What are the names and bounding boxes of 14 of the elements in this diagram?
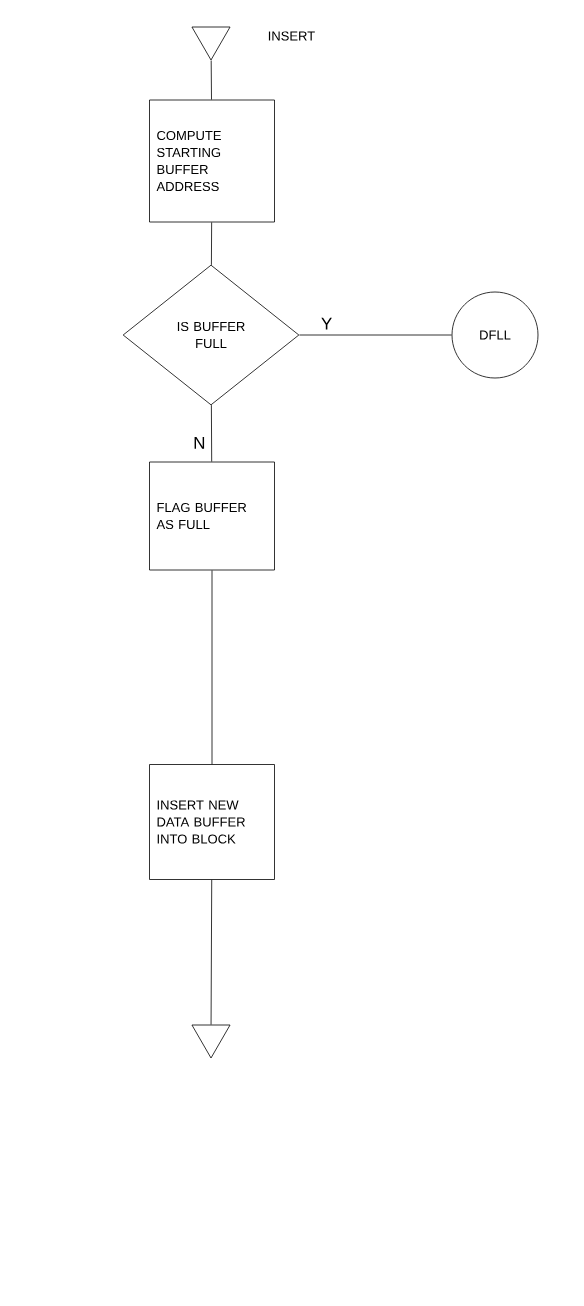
connector-line	[210, 60, 212, 100]
connector-line	[299, 334, 452, 336]
connector-line	[211, 570, 213, 765]
off-page-connector	[191, 1024, 231, 1059]
connector-line	[211, 222, 213, 266]
process-box: COMPUTE STARTING BUFFER ADDRESS	[149, 99, 275, 223]
connector-label: INSERT	[268, 31, 315, 41]
connector-line	[211, 404, 213, 462]
edge-label: N	[194, 436, 205, 449]
process-box: INSERT NEW DATA BUFFER INTO BLOCK	[149, 764, 275, 880]
process-box: FLAG BUFFER AS FULL	[149, 461, 275, 571]
off-page-connector	[191, 26, 231, 61]
connector-line	[210, 879, 213, 1025]
edge-label: Y	[321, 317, 332, 330]
